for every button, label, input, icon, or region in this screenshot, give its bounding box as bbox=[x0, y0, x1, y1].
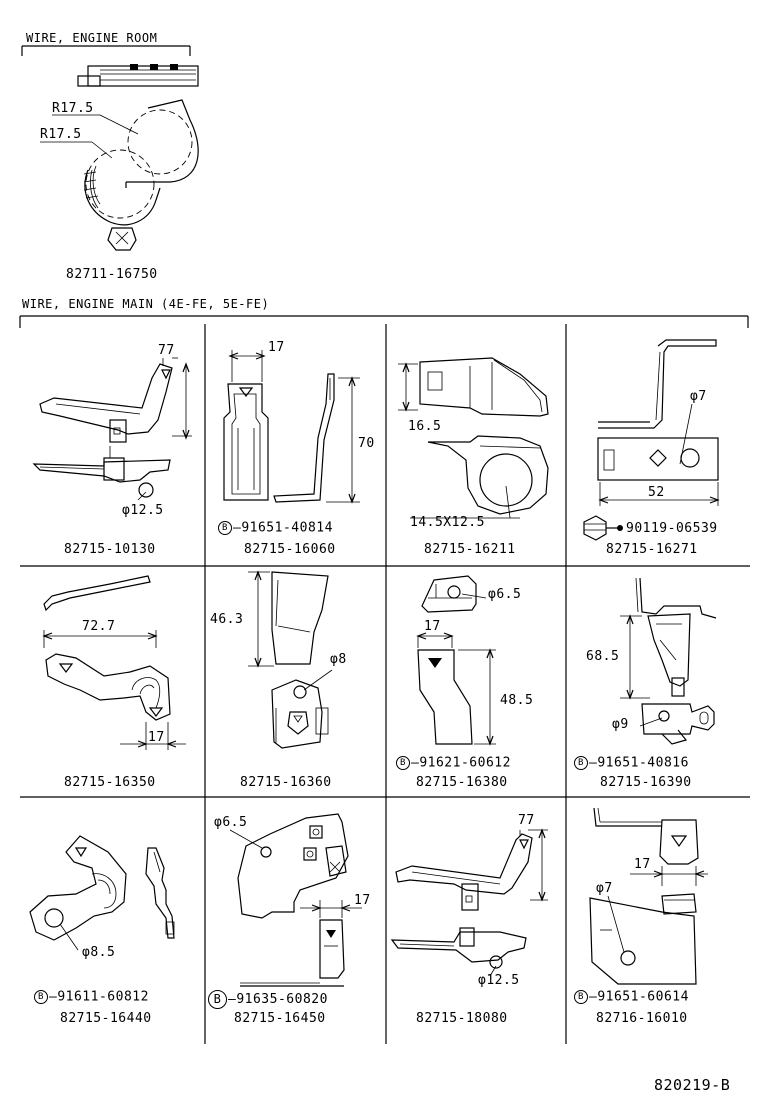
dim-diameter: φ8.5 bbox=[82, 945, 116, 960]
bracket-82715-16350-drawing bbox=[42, 575, 186, 750]
bolt-callout-91651-40814: B—91651-40814 bbox=[218, 521, 333, 535]
bracket-82715-16380-drawing bbox=[416, 575, 496, 746]
dim-48-5: 48.5 bbox=[500, 693, 534, 708]
b-mark: B bbox=[574, 756, 588, 770]
b-mark: B bbox=[218, 521, 232, 535]
dim-diameter: φ8 bbox=[330, 652, 347, 667]
dim-52: 52 bbox=[648, 485, 665, 500]
dim-diameter: φ6.5 bbox=[214, 815, 248, 830]
bolt-part-number-90119: 90119-06539 bbox=[626, 521, 718, 536]
part-number-16060: 82715-16060 bbox=[244, 542, 336, 557]
bracket-82715-10130-drawing bbox=[32, 357, 192, 501]
dim-17: 17 bbox=[354, 893, 371, 908]
part-number-16440: 82715-16440 bbox=[60, 1011, 152, 1026]
bracket-82716-16010-drawing bbox=[589, 807, 708, 985]
bracket-82715-16450-drawing bbox=[229, 813, 362, 987]
dim-70: 70 bbox=[358, 436, 375, 451]
b-mark: B bbox=[34, 990, 48, 1004]
section-title-engine-room: WIRE, ENGINE ROOM bbox=[26, 31, 158, 45]
section-title-engine-main: WIRE, ENGINE MAIN (4E-FE, 5E-FE) bbox=[22, 297, 270, 311]
bracket-82715-16390-drawing bbox=[620, 577, 717, 745]
bolt-callout-91635-60820: B—91635-60820 bbox=[208, 990, 328, 1009]
part-number-10130: 82715-10130 bbox=[64, 542, 156, 557]
part-number-16010: 82716-16010 bbox=[596, 1011, 688, 1026]
bolt-part-number: 91611-60812 bbox=[57, 989, 149, 1005]
radius-label-1: R17.5 bbox=[52, 101, 94, 116]
part-number-16380: 82715-16380 bbox=[416, 775, 508, 790]
part-number-18080: 82715-18080 bbox=[416, 1011, 508, 1026]
clip-82711-16750-drawing bbox=[40, 64, 199, 251]
bracket-82715-16440-drawing bbox=[29, 835, 175, 951]
bracket-82715-16211-drawing bbox=[398, 357, 549, 519]
bracket-82715-16360-drawing bbox=[248, 570, 333, 749]
dim-diameter: φ12.5 bbox=[122, 503, 164, 518]
bolt-callout-91651-60614: B—91651-60614 bbox=[574, 990, 689, 1004]
part-number-16211: 82715-16211 bbox=[424, 542, 516, 557]
dim-16-5: 16.5 bbox=[408, 419, 442, 434]
radius-label-2: R17.5 bbox=[40, 127, 82, 142]
bolt-part-number: 91651-40816 bbox=[597, 755, 689, 771]
parts-grid-lines bbox=[20, 324, 750, 1044]
part-number-16350: 82715-16350 bbox=[64, 775, 156, 790]
dim-17: 17 bbox=[634, 857, 651, 872]
dim-diameter: φ7 bbox=[596, 881, 613, 896]
dim-diameter: φ7 bbox=[690, 389, 707, 404]
part-number-16271: 82715-16271 bbox=[606, 542, 698, 557]
bolt-callout-91621-60612: B—91621-60612 bbox=[396, 756, 511, 770]
bracket-82715-16271-drawing bbox=[583, 339, 720, 541]
bracket-82715-16060-drawing bbox=[223, 350, 360, 504]
dim-68-5: 68.5 bbox=[586, 649, 620, 664]
dim-diameter: φ9 bbox=[612, 717, 629, 732]
diagram-code: 820219-B bbox=[654, 1076, 731, 1094]
dim-17: 17 bbox=[268, 340, 285, 355]
part-number-16390: 82715-16390 bbox=[600, 775, 692, 790]
part-number-16360: 82715-16360 bbox=[240, 775, 332, 790]
bolt-part-number: 91651-60614 bbox=[597, 989, 689, 1005]
bracket-82715-18080-drawing bbox=[390, 828, 548, 977]
b-mark: B bbox=[574, 990, 588, 1004]
dim-77: 77 bbox=[518, 813, 535, 828]
bolt-part-number: 91651-40814 bbox=[241, 520, 333, 536]
dim-diameter: φ6.5 bbox=[488, 587, 522, 602]
bolt-part-number: 91635-60820 bbox=[236, 992, 328, 1007]
dim-diameter: φ12.5 bbox=[478, 973, 520, 988]
b-mark: B bbox=[396, 756, 410, 770]
bolt-part-number: 91621-60612 bbox=[419, 755, 511, 771]
dim-17: 17 bbox=[148, 730, 165, 745]
dim-17: 17 bbox=[424, 619, 441, 634]
dim-72-7: 72.7 bbox=[82, 619, 116, 634]
b-mark: B bbox=[208, 990, 227, 1009]
dim-14-5x12-5: 14.5X12.5 bbox=[410, 515, 485, 530]
bolt-callout-91611-60812: B—91611-60812 bbox=[34, 990, 149, 1004]
dim-77: 77 bbox=[158, 343, 175, 358]
bolt-callout-91651-40816: B—91651-40816 bbox=[574, 756, 689, 770]
dim-46-3: 46.3 bbox=[210, 612, 244, 627]
part-number-16450: 82715-16450 bbox=[234, 1011, 326, 1026]
part-number-82711: 82711-16750 bbox=[66, 267, 158, 282]
